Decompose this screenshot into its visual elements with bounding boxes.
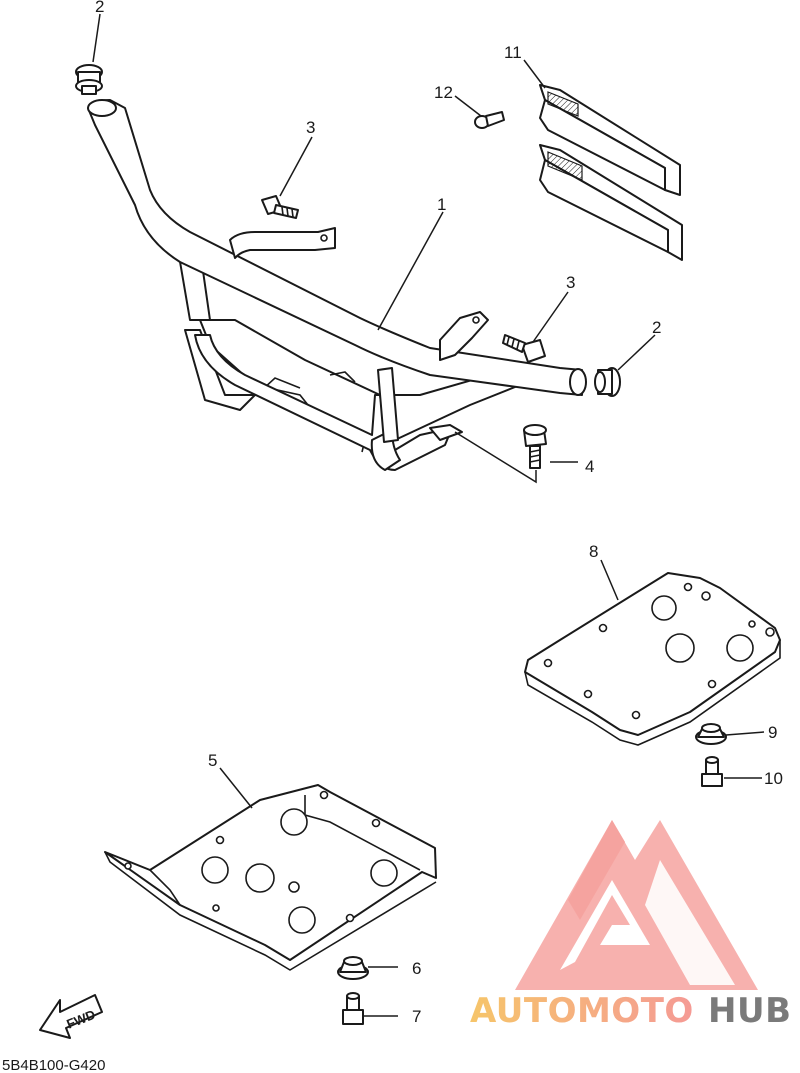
callout-2-left: 2 xyxy=(95,0,104,16)
callout-9: 9 xyxy=(768,723,777,742)
callout-10: 10 xyxy=(764,769,783,788)
callout-5: 5 xyxy=(208,751,217,770)
callout-12: 12 xyxy=(434,83,453,102)
reflector-bracket xyxy=(539,84,683,261)
leader-lines xyxy=(92,13,765,1017)
callout-3-right: 3 xyxy=(566,273,575,292)
end-cap-right xyxy=(594,367,621,397)
bolt-lower xyxy=(523,424,547,469)
skid-plate-upper xyxy=(524,572,781,746)
front-bumper-guard xyxy=(87,99,587,471)
diagram-code: 5B4B100-G420 xyxy=(2,1057,105,1073)
callout-8: 8 xyxy=(589,542,598,561)
bolt-lower-plate xyxy=(342,992,364,1025)
collar-upper xyxy=(695,723,727,745)
collar-lower xyxy=(337,956,369,980)
watermark-text-hub: HUB xyxy=(708,991,791,1031)
bolt-right xyxy=(502,334,546,363)
skid-plate-lower xyxy=(104,784,437,971)
forward-arrow-icon: FWD xyxy=(39,994,103,1039)
watermark-logo xyxy=(515,820,758,990)
callout-3-upper: 3 xyxy=(306,118,315,137)
callout-11: 11 xyxy=(504,43,522,62)
callout-6: 6 xyxy=(412,959,421,978)
bolt-upper xyxy=(261,195,299,219)
callout-1: 1 xyxy=(437,195,446,214)
callout-2-right: 2 xyxy=(652,318,661,337)
screw-small xyxy=(474,111,505,129)
end-cap-left xyxy=(75,64,103,95)
callout-7: 7 xyxy=(412,1007,421,1026)
bolt-upper-plate xyxy=(701,756,723,787)
callout-4: 4 xyxy=(585,457,594,476)
watermark-text-automoto: AUTOMOTO xyxy=(470,991,694,1031)
